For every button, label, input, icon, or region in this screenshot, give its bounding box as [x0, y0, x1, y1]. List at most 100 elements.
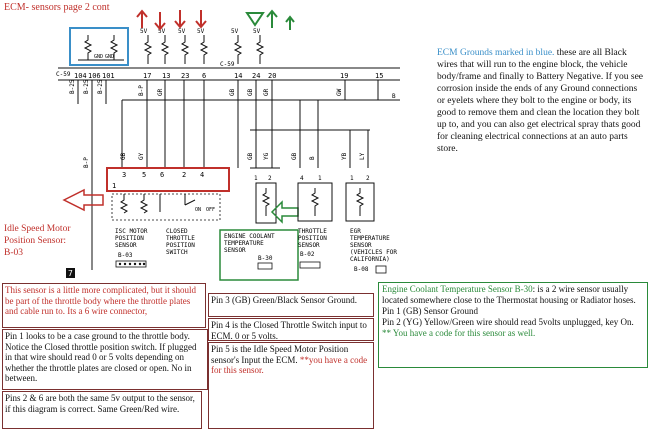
ect-note-title: Engine Coolant Temperature Sensor B-30 [382, 284, 533, 294]
wire-label-b25-1: B-25 [69, 79, 76, 94]
wire-label-gb-4: GB [247, 152, 254, 160]
wire-label-gb-5: GB [291, 152, 298, 160]
wire-label-yg: YG [263, 152, 270, 160]
note-pins-2-6: Pins 2 & 6 are both the same 5v output t… [2, 391, 202, 429]
ect-note: Engine Coolant Temperature Sensor B-30: … [378, 282, 648, 368]
closed-throttle-label-2: THROTTLE [166, 235, 195, 242]
tps-pin-4: 4 [300, 175, 304, 182]
pin-17: 17 [143, 72, 151, 80]
wire-label-b25-3: B-25 [97, 79, 104, 94]
ect-label-1: ENGINE COOLANT [224, 233, 275, 240]
ect-note-code: ** You have a code for this sensor as we… [382, 328, 536, 338]
wire-label-b-2: B [309, 156, 316, 160]
v5-label-1: 5V [140, 28, 148, 35]
isc-motor-label-4: B-03 [118, 252, 133, 259]
isc-pin-2: 2 [182, 171, 186, 179]
tps-connector-icon [299, 261, 321, 269]
v5-label-4: 5V [197, 28, 205, 35]
ect-note-body: : is a 2 wire sensor usually located som… [382, 284, 636, 305]
ect-pointer-arrow [270, 200, 299, 224]
tps-label-1: THROTTLE [298, 228, 327, 235]
v5-label-5: 5V [231, 28, 239, 35]
wire-label-gb-1: GB [120, 152, 127, 160]
gnd-label-1: GND [94, 54, 103, 60]
pin-24: 24 [252, 72, 260, 80]
ect-pin-1: 1 [254, 175, 258, 182]
tps-label-3: SENSOR [298, 242, 320, 249]
ect-pin-2: 2 [268, 175, 272, 182]
egr-label-2: TEMPERATURE [350, 235, 390, 242]
note-pin5: Pin 5 is the Idle Speed Motor Position s… [208, 342, 374, 429]
egr-label-5: CALIFORNIA) [350, 256, 390, 263]
note-pin4: Pin 4 is the Closed Throttle Switch inpu… [208, 318, 374, 341]
egr-label-4: (VEHICLES FOR [350, 249, 397, 256]
tps-label-2: POSITION [298, 235, 327, 242]
ect-label-2: TEMPERATURE [224, 240, 264, 247]
v5-label-6: 5V [253, 28, 261, 35]
isc-pin-4: 4 [200, 171, 204, 179]
v5-label-2: 5V [158, 28, 166, 35]
switch-on-label: ON [195, 207, 201, 213]
ect-note-pin1: Pin 1 (GB) Sensor Ground [382, 306, 478, 316]
connector-id-1: C-59 [56, 71, 71, 78]
closed-throttle-label-4: SWITCH [166, 249, 188, 256]
ground-marker-label: 7 [68, 269, 73, 278]
ecm-grounds-note: ECM Grounds marked in blue. these are al… [437, 47, 647, 155]
wire-label-gb-2: GB [229, 88, 236, 96]
note-pin5-code: **you have a code for this sensor. [211, 354, 368, 376]
wire-label-gw: GW [336, 88, 343, 96]
ect-label-3: SENSOR [224, 247, 246, 254]
pin-20: 20 [268, 72, 276, 80]
note-pin3: Pin 3 (GB) Green/Black Sensor Ground. [208, 293, 374, 317]
pin-13: 13 [162, 72, 170, 80]
egr-pin-2: 2 [366, 175, 370, 182]
page-title: ECM- sensors page 2 cont [4, 2, 110, 13]
tps-pin-1: 1 [318, 175, 322, 182]
ecm-grounds-lead: ECM Grounds marked in blue. [437, 48, 555, 58]
wire-label-bp-2: B-P [83, 157, 90, 168]
isc-label-line3: B-03 [4, 248, 23, 258]
egr-label-3: SENSOR [350, 242, 372, 249]
isc-pointer-arrow [62, 188, 104, 212]
ground-marker-box [66, 268, 75, 278]
pin-101: 101 [102, 72, 115, 80]
wire-label-ly: LY [359, 152, 366, 160]
wire-label-gr-2: GR [263, 88, 270, 96]
ecm-ground-box [69, 27, 129, 66]
tps-label-4: B-02 [300, 251, 315, 258]
pin-23: 23 [181, 72, 189, 80]
egr-connector-icon [375, 265, 387, 274]
pin-106: 106 [88, 72, 101, 80]
isc-connector-icon [115, 260, 147, 268]
gnd-label-2: GND [105, 54, 114, 60]
egr-label-6: B-08 [354, 266, 369, 273]
note-pin1: Pin 1 looks to be a case ground to the t… [2, 329, 208, 390]
wire-label-gb-3: GB [247, 88, 254, 96]
isc-pin-6: 6 [160, 171, 164, 179]
pin-15: 15 [375, 72, 383, 80]
v5-label-3: 5V [178, 28, 186, 35]
ect-connector-icon [257, 262, 273, 270]
wire-label-b-1: B [392, 93, 396, 100]
pin-19: 19 [340, 72, 348, 80]
isc-pin-3: 3 [122, 171, 126, 179]
connector-id-2: C-59 [220, 61, 235, 68]
ect-label-box [219, 229, 299, 281]
wire-label-gr: GR [157, 88, 164, 96]
isc-motor-label-3: SENSOR [115, 242, 137, 249]
isc-sensor-label: Idle Speed Motor Position Sensor: B-03 [4, 223, 109, 259]
wire-label-yb: YB [341, 152, 348, 160]
isc-motor-label-1: ISC MOTOR [115, 228, 148, 235]
switch-off-label: OFF [206, 207, 215, 213]
egr-label-1: EGR [350, 228, 361, 235]
pin-6: 6 [202, 72, 206, 80]
isc-pin-1: 1 [112, 182, 116, 190]
ect-note-pin2: Pin 2 (YG) Yellow/Green wire should read… [382, 317, 634, 327]
pin-104: 104 [74, 72, 87, 80]
closed-throttle-label-1: CLOSED [166, 228, 188, 235]
ecm-grounds-body: these are all Black wires that will run … [437, 48, 644, 154]
egr-pin-1: 1 [350, 175, 354, 182]
ect-label-4: B-30 [258, 255, 273, 262]
wire-label-bp-1: B-P [138, 85, 145, 96]
